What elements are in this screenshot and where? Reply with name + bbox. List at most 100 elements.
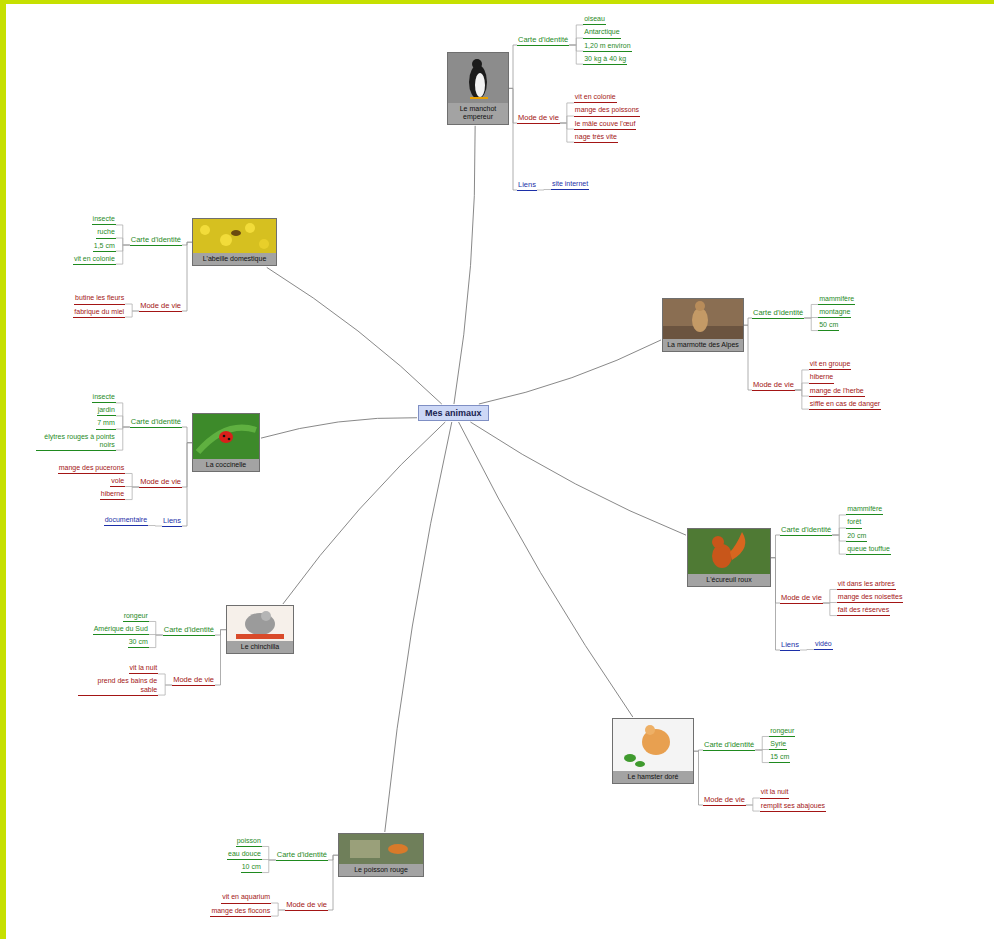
branch-line xyxy=(832,535,846,554)
leaf-topic: vit la nuit xyxy=(760,788,790,798)
topic-text: vit dans les arbres xyxy=(838,580,895,588)
topic-text: Liens xyxy=(781,640,799,649)
branch-line xyxy=(125,311,139,317)
hamster-picture xyxy=(613,719,693,771)
topic-text: mange des noisettes xyxy=(838,593,903,601)
topic-text: ruche xyxy=(97,228,115,236)
leaf-topic: vit la nuit xyxy=(129,664,159,674)
topic-text: Le poisson rouge xyxy=(339,864,423,876)
leaf-topic: rongeur xyxy=(123,612,149,622)
leaf-topic: nage très vite xyxy=(574,133,618,143)
branch-line xyxy=(744,318,752,325)
branch-line xyxy=(804,318,818,331)
topic-text: Le hamster doré xyxy=(613,771,693,783)
leaf-topic: ruche xyxy=(96,228,116,238)
topic-text: vit la nuit xyxy=(761,788,789,796)
branch-line xyxy=(148,525,162,526)
leaf-topic: 20 cm xyxy=(846,532,867,542)
squirrel-picture xyxy=(688,529,770,574)
leaf-topic: vole xyxy=(110,477,125,487)
branch-line xyxy=(832,528,846,535)
topic-text: Mode de vie xyxy=(173,675,214,684)
topic-text: Carte d'identité xyxy=(518,35,568,44)
branch-line xyxy=(149,621,163,635)
topic-text: Mode de vie xyxy=(518,113,559,122)
topic-text: queue touffue xyxy=(847,545,890,553)
topic-text: mammifère xyxy=(819,295,854,303)
branch-topic: Mode de vie xyxy=(703,795,746,806)
branch-line xyxy=(385,422,452,832)
topic-text: Carte d'identité xyxy=(704,740,754,749)
leaf-topic: poisson xyxy=(236,837,262,847)
topic-text: oiseau xyxy=(584,15,605,23)
branch-line xyxy=(771,535,780,558)
leaf-topic: mammifère xyxy=(818,295,855,305)
topic-text: Mode de vie xyxy=(753,380,794,389)
topic-text: Mode de vie xyxy=(140,301,181,310)
topic-text: Mode de vie xyxy=(286,900,327,909)
branch-topic: Mode de vie xyxy=(517,113,560,124)
branch-line xyxy=(125,304,139,311)
topic-text: mange des flocons xyxy=(211,907,270,915)
branch-line xyxy=(328,855,338,910)
topic-text: La coccinelle xyxy=(193,459,259,471)
topic-text: mange de l'herbe xyxy=(810,387,864,395)
topic-text: Carte d'identité xyxy=(131,417,181,426)
branch-line xyxy=(694,751,703,805)
branch-line xyxy=(271,903,285,910)
branch-line xyxy=(804,304,818,318)
topic-text: élytres rouges à points noirs xyxy=(37,433,115,449)
topic-text: insecte xyxy=(93,215,115,223)
branch-line xyxy=(744,325,752,390)
topic-text: 1,20 m environ xyxy=(584,42,630,50)
topic-text: Mode de vie xyxy=(704,795,745,804)
branch-line xyxy=(116,225,130,245)
leaf-topic: vit en colonie xyxy=(574,93,617,103)
branch-line xyxy=(116,427,130,450)
topic-text: 50 cm xyxy=(819,321,838,329)
topic-text: eau douce xyxy=(228,850,261,858)
branch-line xyxy=(262,860,276,873)
leaf-topic: rongeur xyxy=(769,727,795,737)
topic-text: 7 mm xyxy=(97,419,115,427)
topic-text: poisson xyxy=(237,837,261,845)
frame-bar xyxy=(0,0,994,4)
topic-text: montagne xyxy=(819,308,850,316)
topic-text: Mode de vie xyxy=(140,477,181,486)
branch-line xyxy=(560,103,574,123)
topic-text: 20 cm xyxy=(847,532,866,540)
topic-text: documentaire xyxy=(105,516,147,524)
leaf-topic: Antarctique xyxy=(583,28,620,38)
leaf-topic: mange de l'herbe xyxy=(809,387,865,397)
branch-line xyxy=(267,267,442,404)
topic-text: Mes animaux xyxy=(425,408,482,418)
topic-text: Amérique du Sud xyxy=(94,625,148,633)
animal-card: Le manchot empereur xyxy=(447,52,509,125)
branch-line xyxy=(823,589,837,603)
topic-text: nage très vite xyxy=(575,133,617,141)
branch-line xyxy=(771,558,780,650)
topic-text: 10 cm xyxy=(242,863,261,871)
leaf-topic: vit en colonie xyxy=(73,255,116,265)
topic-text: Carte d'identité xyxy=(781,525,831,534)
branch-topic: Carte d'identité xyxy=(517,35,569,46)
leaf-topic: hiberne xyxy=(809,373,834,383)
branch-line xyxy=(795,370,809,390)
leaf-topic: queue touffue xyxy=(846,545,891,555)
leaf-topic: 50 cm xyxy=(818,321,839,331)
branch-topic: Mode de vie xyxy=(780,593,823,604)
animal-card: Le hamster doré xyxy=(612,718,694,784)
branch-line xyxy=(746,798,760,805)
topic-text: Carte d'identité xyxy=(753,308,803,317)
branch-line xyxy=(470,422,686,535)
branch-topic: Carte d'identité xyxy=(163,625,215,636)
topic-text: hiberne xyxy=(810,373,833,381)
branch-topic: Mode de vie xyxy=(139,477,182,488)
branch-line xyxy=(283,422,445,604)
branch-topic: Carte d'identité xyxy=(703,740,755,751)
branch-line xyxy=(795,390,809,409)
branch-topic: Liens xyxy=(162,516,182,527)
branch-line xyxy=(182,427,192,443)
